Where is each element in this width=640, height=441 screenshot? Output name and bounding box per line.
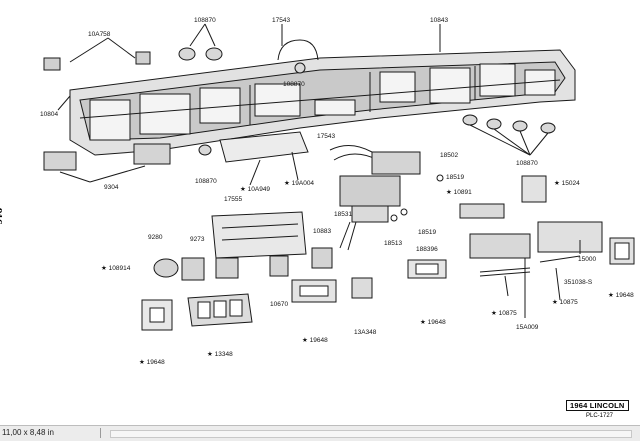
page-dimensions: 11,00 x 8,48 in xyxy=(2,428,54,437)
label-10670: 10670 xyxy=(270,301,289,308)
label-9304: 9304 xyxy=(104,184,119,191)
label-108870-right: 108870 xyxy=(516,160,538,167)
label-188396: 188396 xyxy=(416,246,438,253)
parts-diagram: 916 10A758 108870 17543 10843 108870 108… xyxy=(0,17,635,419)
status-bar: 11,00 x 8,48 in xyxy=(0,425,640,441)
label-19648-right: ★ 19648 xyxy=(608,292,634,299)
label-10A949: ★ 10A949 xyxy=(240,186,271,193)
label-9273: 9273 xyxy=(190,236,205,243)
label-108870-mid: 108870 xyxy=(283,81,305,88)
cluster-assembly xyxy=(329,145,444,251)
label-10843: 10843 xyxy=(430,17,449,24)
label-19648-center: ★ 19648 xyxy=(420,319,446,326)
printed-circuit-17555 xyxy=(211,211,307,259)
label-19648-mid: ★ 19648 xyxy=(302,337,328,344)
label-17555: 17555 xyxy=(224,196,243,203)
label-108870-top: 108870 xyxy=(194,17,216,24)
label-351038-S: 351038-S xyxy=(564,279,593,286)
status-divider xyxy=(100,428,101,438)
label-19648-left: ★ 19648 xyxy=(139,359,165,366)
label-18519-top: 18519 xyxy=(446,174,465,181)
instrument-panel-10843 xyxy=(69,49,576,156)
label-18531: 18531 xyxy=(334,211,353,218)
label-18513: 18513 xyxy=(384,240,403,247)
page-number: 916 xyxy=(0,208,4,225)
label-108914: ★ 108914 xyxy=(101,265,131,272)
exploded-view-drawing xyxy=(43,23,635,331)
label-18519-bottom: 18519 xyxy=(418,229,437,236)
label-13348: ★ 13348 xyxy=(207,351,233,358)
horizontal-scrollbar[interactable] xyxy=(110,430,632,438)
label-19A004: ★ 19A004 xyxy=(284,180,315,187)
label-15024: ★ 15024 xyxy=(554,180,580,187)
label-10883: 10883 xyxy=(313,228,332,235)
label-10875-right: ★ 10875 xyxy=(552,299,578,306)
label-9280: 9280 xyxy=(148,234,163,241)
label-10875-left: ★ 10875 xyxy=(491,310,517,317)
diagram-title: 1964 LINCOLN xyxy=(566,400,629,411)
label-13A348: 13A348 xyxy=(354,329,377,336)
label-17543-top: 17543 xyxy=(272,17,291,24)
label-15000: 15000 xyxy=(578,256,597,263)
plate-number: PLC-1727 xyxy=(586,413,614,419)
label-108870-left: 108870 xyxy=(195,178,217,185)
bulb-sockets-108870 xyxy=(462,114,556,156)
clip-10A758 xyxy=(43,57,61,71)
label-15A009: 15A009 xyxy=(516,324,539,331)
label-10804: 10804 xyxy=(40,111,59,118)
label-10A758: 10A758 xyxy=(88,31,111,38)
label-17543-mid: 17543 xyxy=(317,133,336,140)
label-18502: 18502 xyxy=(440,152,459,159)
label-10891: ★ 10891 xyxy=(446,189,472,196)
